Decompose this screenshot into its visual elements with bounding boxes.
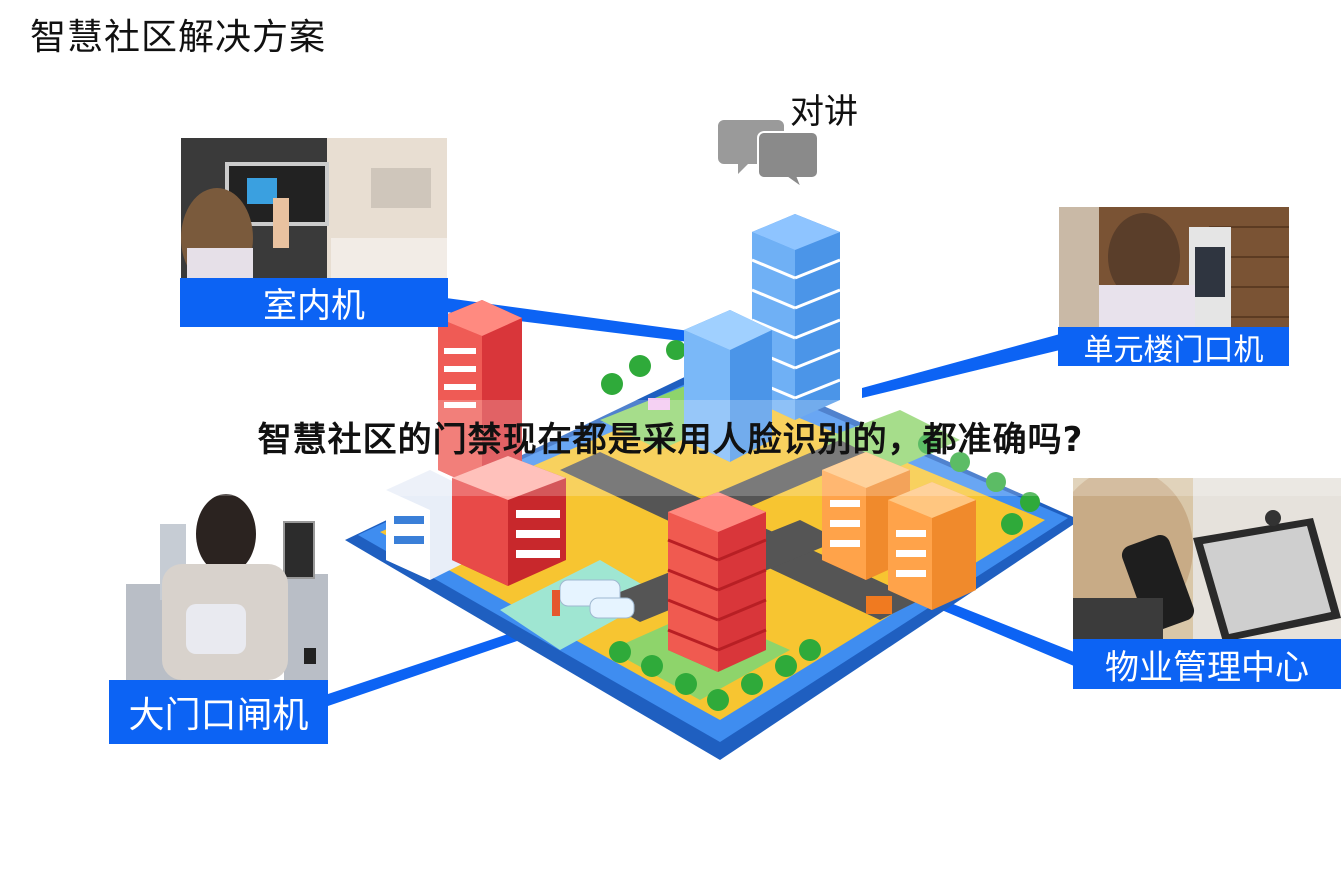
red-building-front xyxy=(452,456,566,586)
car xyxy=(648,398,670,410)
unit-door-photo xyxy=(1059,207,1289,331)
intercom-label: 对讲 xyxy=(790,92,858,132)
gate-turnstiles xyxy=(559,579,635,619)
connector-property xyxy=(918,590,1074,666)
property-center-label: 物业管理中心 xyxy=(1073,639,1341,689)
headline-band xyxy=(0,400,1341,496)
connector-gate xyxy=(328,630,520,706)
trees xyxy=(601,340,1040,711)
person-figure xyxy=(552,590,560,616)
gate-photo xyxy=(126,494,328,680)
indoor-unit-photo xyxy=(181,138,447,280)
chat-bubbles-icon xyxy=(718,120,819,191)
indoor-unit-label: 室内机 xyxy=(180,278,448,327)
blue-block xyxy=(684,310,772,462)
headline: 智慧社区的门禁现在都是采用人脸识别的，都准确吗? xyxy=(257,420,1084,460)
connector-unit-door xyxy=(862,334,1060,398)
white-building xyxy=(386,470,470,580)
orange-buildings xyxy=(822,452,976,610)
truck xyxy=(866,596,892,614)
page-title: 智慧社区解决方案 xyxy=(30,17,327,58)
unit-door-label: 单元楼门口机 xyxy=(1058,327,1289,368)
red-tower-center xyxy=(667,492,767,672)
red-tower-left xyxy=(438,300,522,490)
gate-label: 大门口闸机 xyxy=(109,680,328,744)
property-center-photo xyxy=(1073,478,1341,642)
